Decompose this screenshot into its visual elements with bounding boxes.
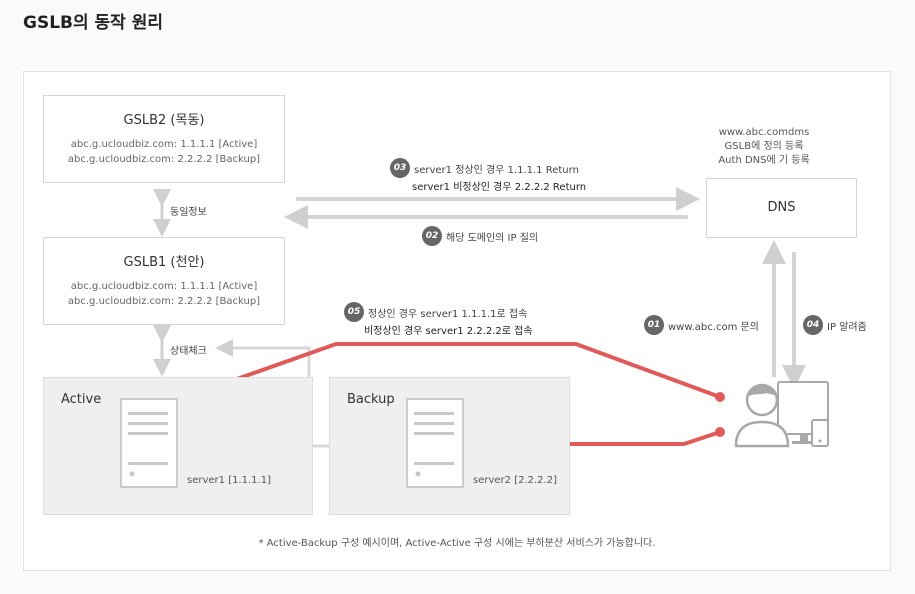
dns-box: DNS bbox=[706, 178, 857, 238]
step04-label: 04 IP 알려줌 bbox=[803, 315, 867, 335]
page-title: GSLB의 동작 원리 bbox=[23, 13, 164, 33]
step02-label: 02 해당 도메인의 IP 질의 bbox=[422, 226, 538, 246]
gslb1-record-backup: abc.g.ucloudbiz.com: 2.2.2.2 [Backup] bbox=[67, 296, 261, 307]
step02-badge: 02 bbox=[422, 226, 442, 246]
health-label: 상태체크 bbox=[170, 346, 207, 357]
step02-text: 해당 도메인의 IP 질의 bbox=[446, 232, 539, 244]
step03-text2: server1 비정상인 경우 2.2.2.2 Return bbox=[412, 182, 587, 193]
gslb2-title: GSLB2 (목동) bbox=[123, 113, 205, 128]
backup-title: Backup bbox=[347, 392, 395, 407]
step01-text: www.abc.com 문의 bbox=[668, 321, 759, 333]
gslb2-record-active: abc.g.ucloudbiz.com: 1.1.1.1 [Active] bbox=[70, 139, 258, 150]
step05-text2: 비정상인 경우 server1 2.2.2.2로 접속 bbox=[364, 326, 533, 337]
step04-text: IP 알려줌 bbox=[827, 321, 867, 333]
gslb1-record-active: abc.g.ucloudbiz.com: 1.1.1.1 [Active] bbox=[70, 281, 258, 292]
server-icon bbox=[120, 398, 178, 488]
step05-badge: 05 bbox=[344, 302, 364, 322]
step03-label: 03 server1 정상인 경우 1.1.1.1 Return bbox=[390, 158, 579, 178]
dns-note-line1: www.abc.comdms bbox=[718, 127, 810, 138]
step03-badge: 03 bbox=[390, 158, 410, 178]
step04-badge: 04 bbox=[803, 315, 823, 335]
phone-icon bbox=[811, 419, 829, 447]
user-icon bbox=[734, 381, 829, 448]
gslb2-box: GSLB2 (목동) abc.g.ucloudbiz.com: 1.1.1.1 … bbox=[43, 95, 285, 183]
backup-server-label: server2 [2.2.2.2] bbox=[473, 475, 557, 486]
backup-zone: Backup server2 [2.2.2.2] bbox=[329, 377, 570, 515]
gslb-diagram: GSLB2 (목동) abc.g.ucloudbiz.com: 1.1.1.1 … bbox=[23, 71, 891, 571]
step05-label: 05 정상인 경우 server1 1.1.1.1로 접속 bbox=[344, 302, 527, 322]
active-zone: Active server1 [1.1.1.1] bbox=[43, 377, 313, 515]
connector-lines bbox=[153, 187, 806, 455]
backup-route-dot bbox=[715, 427, 725, 437]
active-server-label: server1 [1.1.1.1] bbox=[187, 475, 271, 486]
gslb1-title: GSLB1 (천안) bbox=[123, 255, 205, 270]
active-route-line bbox=[176, 342, 721, 404]
footnote: * Active-Backup 구성 예시이며, Active-Active 구… bbox=[258, 538, 656, 549]
dns-note-line2: GSLB에 정의 등록 bbox=[724, 141, 804, 152]
step01-label: 01 www.abc.com 문의 bbox=[644, 315, 759, 335]
dns-title: DNS bbox=[767, 200, 796, 215]
active-route-dot bbox=[715, 392, 725, 402]
dns-note-line3: Auth DNS에 기 등록 bbox=[718, 155, 810, 166]
gslb2-record-backup: abc.g.ucloudbiz.com: 2.2.2.2 [Backup] bbox=[67, 154, 261, 165]
step01-badge: 01 bbox=[644, 315, 664, 335]
server-icon bbox=[406, 398, 464, 488]
gslb1-box: GSLB1 (천안) abc.g.ucloudbiz.com: 1.1.1.1 … bbox=[43, 237, 285, 325]
dns-note: www.abc.comdms GSLB에 정의 등록 Auth DNS에 기 등… bbox=[704, 126, 824, 168]
step03-text1: server1 정상인 경우 1.1.1.1 Return bbox=[414, 164, 579, 176]
active-title: Active bbox=[61, 392, 102, 407]
step05-text1: 정상인 경우 server1 1.1.1.1로 접속 bbox=[368, 308, 528, 320]
sync-label: 동일정보 bbox=[170, 207, 207, 218]
